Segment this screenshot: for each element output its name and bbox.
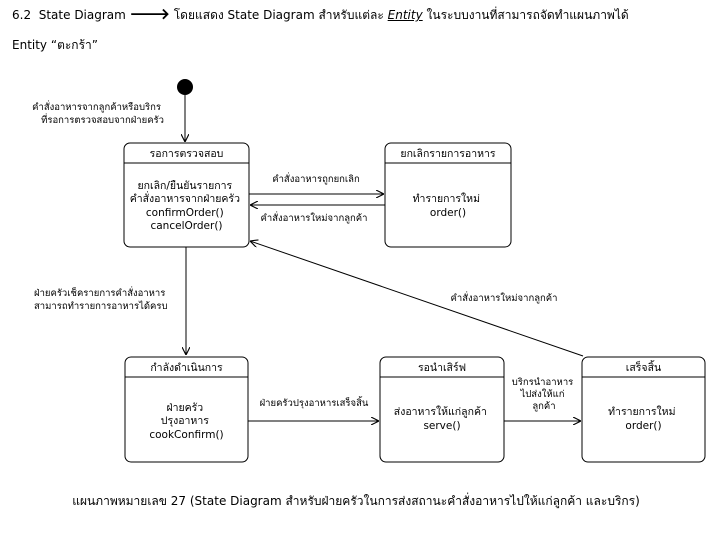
cooked-transition-label: ฝ่ายครัวปรุงอาหารเสร็จสิ้น [260,396,369,409]
new-order-done-transition-label: คำสั่งอาหารใหม่จากลูกค้า [451,291,558,304]
figure-caption: แผนภาพหมายเลข 27 (State Diagram สำหรับฝ่… [72,494,640,508]
state-activities: ฝ่ายครัว ปรุงอาหาร cookConfirm() [149,402,223,441]
state-cancel-order: ยกเลิกรายการอาหาร ทำรายการใหม่ order() [384,142,512,248]
state-in-progress: กำลังดำเนินการ ฝ่ายครัว ปรุงอาหาร cookCo… [124,356,249,463]
state-waiting-serve: รอนำเสิร์ฟ ส่งอาหารให้แก่ลูกค้า serve() [379,356,505,463]
kitchen-checked-transition-label: ฝ่ายครัวเช็ครายการคำสั่งอาหาร สามารถทำรา… [34,286,168,312]
section-number: 6.2 [12,8,32,22]
state-name: รอการตรวจสอบ [150,148,224,160]
state-name: เสร็จสิ้น [626,360,661,374]
state-activities: ส่งอาหารให้แก่ลูกค้า serve() [394,405,490,432]
state-name: รอนำเสิร์ฟ [418,361,466,374]
state-waiting-check: รอการตรวจสอบ ยกเลิก/ยืนยันรายการ คำสั่งอ… [123,142,250,248]
state-activities: ทำรายการใหม่ order() [608,405,679,432]
cancelled-transition-label: คำสั่งอาหารถูกยกเลิก [272,172,360,185]
state-activities: ทำรายการใหม่ order() [413,192,484,219]
initial-transition-label: คำสั่งอาหารจากลูกค้าหรือบริกร ที่รอการตร… [32,100,164,126]
new-order-transition-label: คำสั่งอาหารใหม่จากลูกค้า [261,211,368,224]
entity-subheading: Entity “ตะกร้า” [12,38,98,52]
section-title: State Diagram [38,8,126,22]
right-arrow-icon: 🡒 [129,5,170,23]
state-done: เสร็จสิ้น ทำรายการใหม่ order() [581,356,706,463]
state-name: กำลังดำเนินการ [150,362,223,374]
state-name: ยกเลิกรายการอาหาร [400,148,495,160]
section-heading: 6.2 State Diagram 🡒 โดยแสดง State Diagra… [12,4,629,25]
heading-text-after: ในระบบงานที่สามารถจัดทำแผนภาพได้ [426,8,629,22]
served-transition-label: บริกรนำอาหาร ไปส่งให้แก่ ลูกค้า [512,377,577,412]
initial-state [177,79,193,95]
heading-text-before: โดยแสดง State Diagram สำหรับแต่ละ [173,8,384,22]
state-activities: ยกเลิก/ยืนยันรายการ คำสั่งอาหารจากฝ่ายคร… [130,179,244,232]
new-order-done-transition-arrow [250,241,584,357]
entity-word: Entity [387,8,423,22]
